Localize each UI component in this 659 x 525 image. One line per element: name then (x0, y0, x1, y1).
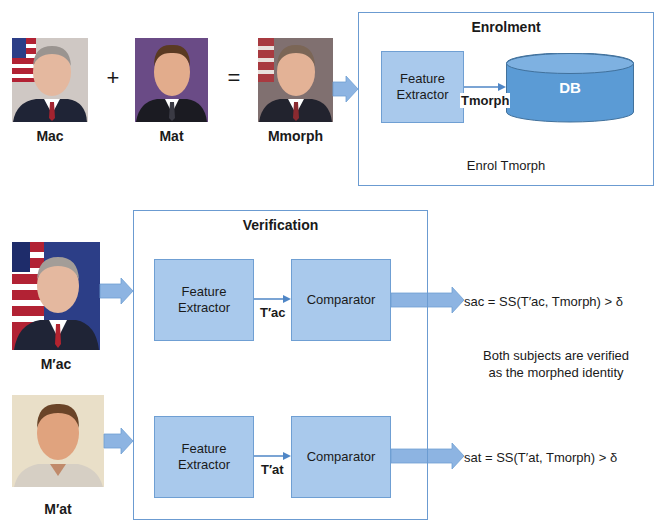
arrow-connector (254, 295, 291, 303)
photo-ac (12, 38, 88, 122)
node-label: sat = SS(T′at, Tmorph) > δ (464, 450, 617, 465)
process-box: Feature Extractor (154, 259, 254, 341)
operator-sign: + (100, 64, 126, 93)
database-cylinder: DB (506, 53, 634, 123)
arrow-connector (254, 452, 291, 460)
node-label: Comparator (307, 292, 376, 308)
process-box: Comparator (291, 259, 391, 341)
node-label: M′at (12, 501, 104, 517)
score-formula: sac = SS(T′ac, Tmorph) > δ (464, 289, 654, 314)
note-text: Both subjects are verified as the morphe… (476, 348, 636, 382)
face-photo: Mac (12, 38, 88, 144)
edge-label: Tmorph (460, 93, 510, 108)
face-photo: M′at (12, 395, 104, 517)
node-label: M′ac (12, 356, 100, 372)
face-photo: M′ac (12, 242, 100, 372)
face-photo: Mat (135, 38, 208, 144)
node-label: Verification (134, 217, 427, 233)
node-label: Mat (135, 128, 208, 144)
process-box: Feature Extractor (381, 51, 464, 123)
arrow-connector (464, 83, 506, 91)
edge-label: T′at (260, 462, 285, 477)
node-label: Mac (12, 128, 88, 144)
block-arrow (104, 428, 133, 454)
block-arrow (100, 278, 133, 304)
node-label: Feature Extractor (161, 284, 247, 316)
photo-at-probe (12, 395, 104, 487)
photo-ac-probe (12, 242, 100, 350)
photo-morph (258, 38, 333, 122)
node-label: Comparator (307, 449, 376, 465)
process-box: Comparator (291, 416, 391, 498)
operator-sign: = (221, 64, 247, 93)
node-label: Enrolment (359, 19, 653, 35)
process-box: Feature Extractor (154, 416, 254, 498)
node-label: sac = SS(T′ac, Tmorph) > δ (464, 294, 623, 309)
edge-label: T′ac (259, 305, 287, 320)
node-label: DB (506, 79, 634, 96)
face-photo: Mmorph (258, 38, 333, 144)
score-formula: sat = SS(T′at, Tmorph) > δ (464, 445, 654, 470)
photo-at (135, 38, 208, 122)
node-footer: Enrol Tmorph (359, 158, 653, 173)
node-label: Feature Extractor (388, 71, 457, 103)
node-label: Feature Extractor (161, 441, 247, 473)
block-arrow (333, 76, 358, 102)
node-label: Mmorph (258, 128, 333, 144)
